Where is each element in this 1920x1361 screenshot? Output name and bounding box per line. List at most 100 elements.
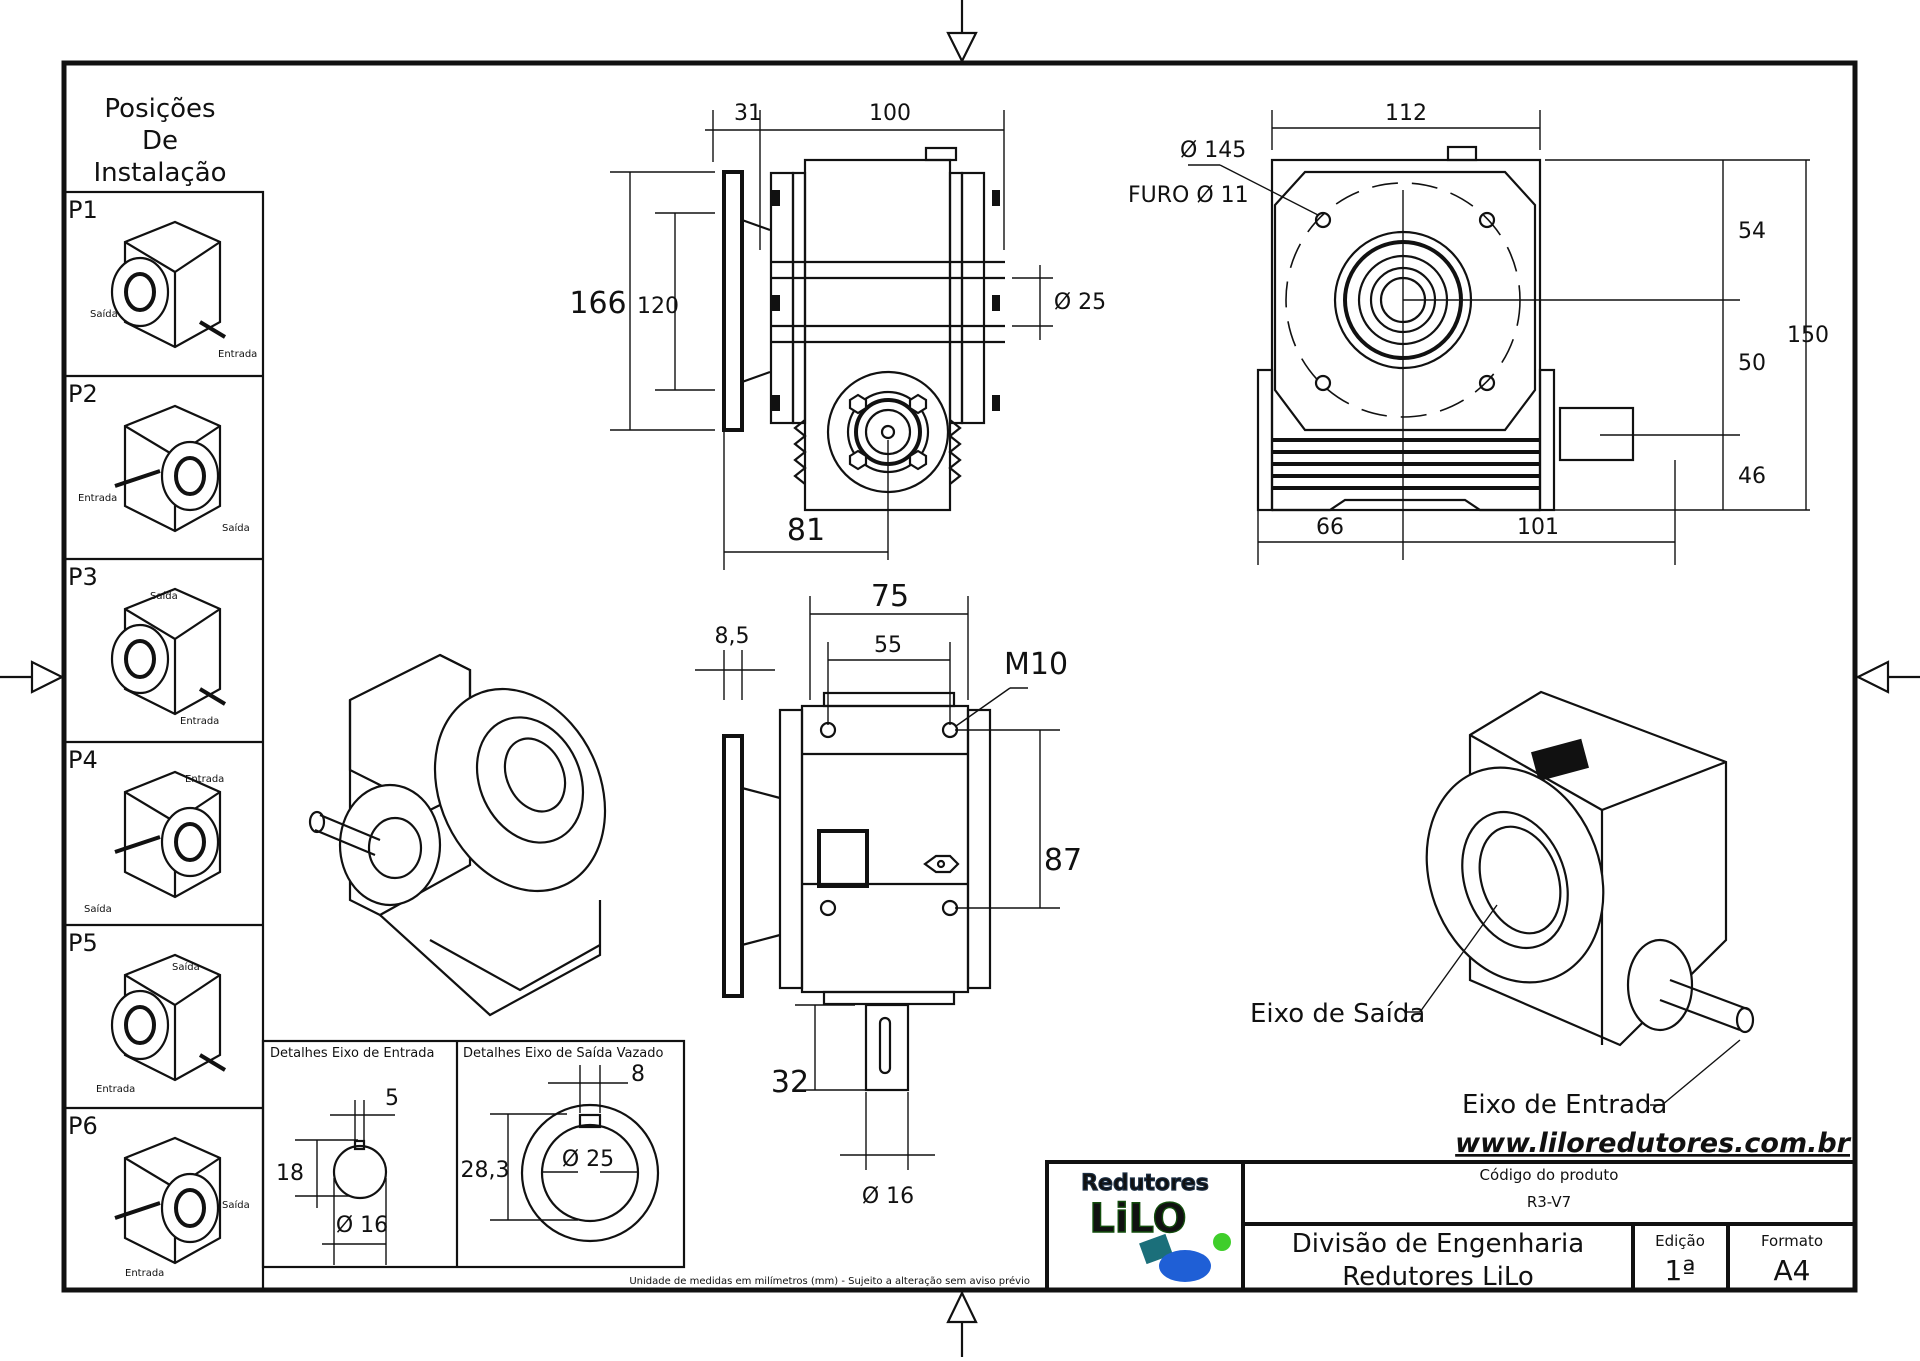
input-key-width: 5	[385, 1086, 399, 1111]
format-label: Formato	[1761, 1232, 1823, 1250]
label-output-shaft: Eixo de Saída	[1250, 999, 1425, 1029]
position-id: P5	[68, 929, 98, 957]
input-shaft-icon	[114, 1201, 161, 1220]
dim-flange-height: 166	[569, 286, 626, 321]
company-logo: Redutores LiLO	[1081, 1170, 1231, 1282]
product-code-label: Código do produto	[1480, 1166, 1619, 1184]
centering-arrow-left-icon	[30, 660, 65, 694]
positions-title-line2: De	[142, 126, 178, 156]
position-id: P3	[68, 563, 98, 591]
dim-left-offset: 66	[1316, 515, 1344, 540]
gearbox-position-icon	[123, 770, 222, 899]
edition-value: 1ª	[1664, 1254, 1695, 1287]
saida-label: Saída	[150, 590, 178, 602]
saida-label: Saída	[84, 903, 112, 915]
format-value: A4	[1774, 1254, 1811, 1287]
output-flange-icon	[110, 256, 170, 328]
dim-hole-spacing-y: 87	[1044, 843, 1082, 878]
output-flange-icon	[110, 623, 170, 695]
gearbox-position-icon	[123, 953, 222, 1082]
logo-main-text: LiLO	[1089, 1196, 1186, 1242]
output-flange-icon	[160, 806, 220, 878]
output-detail-title: Detalhes Eixo de Saída Vazado	[463, 1046, 663, 1061]
output-flange-icon	[110, 989, 170, 1061]
product-code: R3-V7	[1527, 1193, 1571, 1211]
logo-motor-icon	[1159, 1250, 1211, 1282]
gearbox-position-icon	[123, 404, 222, 533]
dim-shaft-length: 32	[771, 1065, 809, 1100]
position-id: P1	[68, 196, 98, 224]
input-shaft-icon	[198, 687, 227, 706]
saida-label: Saída	[90, 308, 118, 320]
input-shaft-icon	[114, 469, 161, 488]
dim-input-axis-offset: 81	[787, 513, 825, 548]
input-detail-title: Detalhes Eixo de Entrada	[270, 1046, 435, 1061]
centering-arrow-bottom-icon	[946, 1290, 978, 1324]
entrada-label: Entrada	[218, 349, 257, 360]
centering-arrow-right-icon	[1855, 660, 1890, 694]
logo-top-text: Redutores	[1081, 1171, 1209, 1196]
dim-upper: 54	[1738, 219, 1766, 244]
output-key-width: 8	[631, 1062, 645, 1087]
isometric-view-right: Eixo de Saída Eixo de Entrada	[1250, 690, 1755, 1120]
dim-body-width: 100	[869, 101, 911, 126]
dim-flange-width: 31	[734, 101, 762, 126]
dim-overall-width: 75	[871, 579, 909, 614]
position-id: P4	[68, 746, 98, 774]
dim-thread: M10	[1004, 647, 1068, 682]
position-id: P2	[68, 380, 98, 408]
gearbox-position-icon	[123, 1136, 222, 1265]
input-shaft-icon	[198, 1053, 227, 1072]
output-flange-icon	[160, 440, 220, 512]
website-link[interactable]: www.liloredutores.com.br	[1455, 1128, 1852, 1159]
units-note: Unidade de medidas em milímetros (mm) - …	[629, 1275, 1030, 1287]
entrada-label: Entrada	[180, 716, 219, 727]
dim-hole: FURO Ø 11	[1128, 183, 1249, 208]
dim-total-height: 150	[1787, 323, 1829, 348]
centering-arrow-top-icon	[946, 31, 978, 64]
output-shaft-diameter: Ø 25	[562, 1147, 614, 1172]
dim-output-bore: Ø 25	[1054, 290, 1106, 315]
title-block: Código do produto R3-V7 Divisão de Engen…	[1045, 1160, 1857, 1292]
positions-title-line3: Instalação	[93, 158, 226, 188]
saida-label: Saída	[222, 522, 250, 534]
side-view: 112 Ø 145 FURO Ø 11 54 50 46 150 66 101	[1128, 101, 1829, 565]
division-line2: Redutores LiLo	[1342, 1262, 1534, 1292]
isometric-view-left	[308, 653, 607, 1017]
dim-bolt-spacing: 120	[637, 294, 679, 319]
dim-lower: 46	[1738, 464, 1766, 489]
saida-label: Saída	[172, 961, 200, 973]
entrada-label: Entrada	[125, 1268, 164, 1279]
label-input-shaft: Eixo de Entrada	[1462, 1090, 1667, 1120]
dim-flange-thickness: 8,5	[715, 624, 750, 649]
entrada-label: Entrada	[96, 1084, 135, 1095]
installation-positions-panel: Posições De Instalação	[62, 94, 265, 1292]
positions-title-line1: Posições	[104, 94, 215, 124]
input-key-height: 18	[276, 1161, 304, 1186]
shaft-details-panel: Detalhes Eixo de Entrada Detalhes Eixo d…	[261, 1039, 1030, 1287]
logo-play-icon	[1213, 1233, 1231, 1251]
dim-right-offset: 101	[1517, 515, 1559, 540]
bottom-view: 8,5 75 55 M10 87 32 Ø 16	[695, 579, 1082, 1209]
position-id: P6	[68, 1112, 98, 1140]
output-key-height: 28,3	[461, 1158, 510, 1183]
input-shaft-diameter: Ø 16	[336, 1213, 388, 1238]
dim-hole-spacing-x: 55	[874, 633, 902, 658]
output-flange-icon	[160, 1172, 220, 1244]
entrada-label: Entrada	[78, 493, 117, 504]
entrada-label: Entrada	[185, 774, 224, 785]
dim-middle: 50	[1738, 351, 1766, 376]
dim-side-width: 112	[1385, 101, 1427, 126]
dim-shaft-diameter: Ø 16	[862, 1184, 914, 1209]
input-shaft-icon	[114, 835, 161, 854]
saida-label: Saída	[222, 1199, 250, 1211]
input-shaft-icon	[198, 320, 227, 339]
gearbox-position-icon	[123, 587, 222, 716]
